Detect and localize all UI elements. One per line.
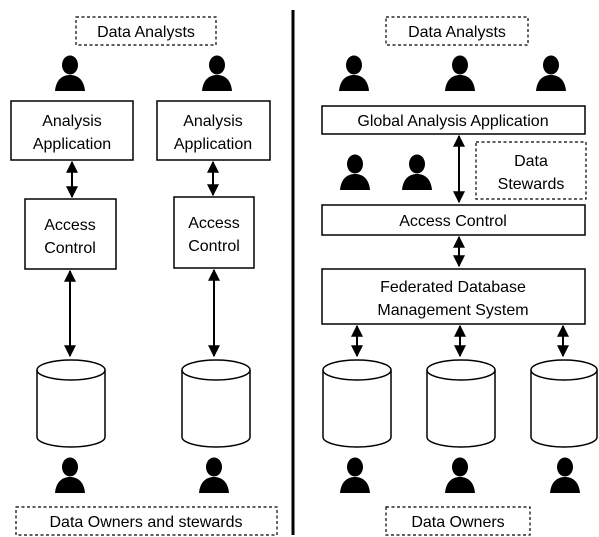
access-control-label-line1: Access [44,217,96,234]
analyst-person-icon [339,55,369,91]
analysis-application-label-line1: Analysis [183,113,243,130]
left-data-analysts-box [75,16,217,46]
access-control-label: Access Control [399,213,507,230]
global-analysis-application-box [321,105,586,135]
left-data-owners-box [15,506,278,536]
right-data-owners-label: Data Owners [411,514,504,531]
data-stewards-label-line1: Data [514,153,548,170]
owner-person-icon [55,457,85,493]
database-cylinder-icon [181,359,251,448]
access-control-label-line2: Control [188,238,240,255]
analysis-application-box [10,100,134,161]
analysis-application-label-line2: Application [33,136,111,153]
left-data-analysts-label: Data Analysts [97,24,195,41]
right-data-owners-box [385,506,531,536]
owner-person-icon [340,457,370,493]
analysis-application-label-line1: Analysis [42,113,102,130]
access-control-label-line1: Access [188,215,240,232]
owner-person-icon [550,457,580,493]
data-stewards-box [475,141,587,200]
owner-person-icon [199,457,229,493]
database-cylinder-icon [426,359,496,448]
analyst-person-icon [536,55,566,91]
data-stewards-label-line2: Stewards [498,176,565,193]
federated-dbms-label-line2: Management System [377,302,528,319]
right-panel: Data Analysts Global Analysis Applicatio… [321,16,598,536]
analyst-person-icon [445,55,475,91]
access-control-label-line2: Control [44,240,96,257]
database-cylinder-icon [322,359,392,448]
right-data-analysts-label: Data Analysts [408,24,506,41]
analyst-person-icon [202,55,232,91]
left-panel: Data Analysts Analysis Application Analy… [10,16,278,536]
access-control-box [321,204,586,236]
database-cylinder-icon [530,359,598,448]
access-control-box [173,196,255,269]
analyst-person-icon [55,55,85,91]
analysis-application-box [156,100,271,161]
federated-dbms-label-line1: Federated Database [380,279,526,296]
access-control-box [24,198,117,270]
steward-person-icon [402,154,432,190]
database-cylinder-icon [36,359,106,448]
analysis-application-label-line2: Application [174,136,252,153]
left-data-owners-label: Data Owners and stewards [50,514,243,531]
global-analysis-application-label: Global Analysis Application [357,113,548,130]
right-data-analysts-box [385,16,529,46]
owner-person-icon [445,457,475,493]
steward-person-icon [340,154,370,190]
federated-dbms-box [321,268,586,325]
